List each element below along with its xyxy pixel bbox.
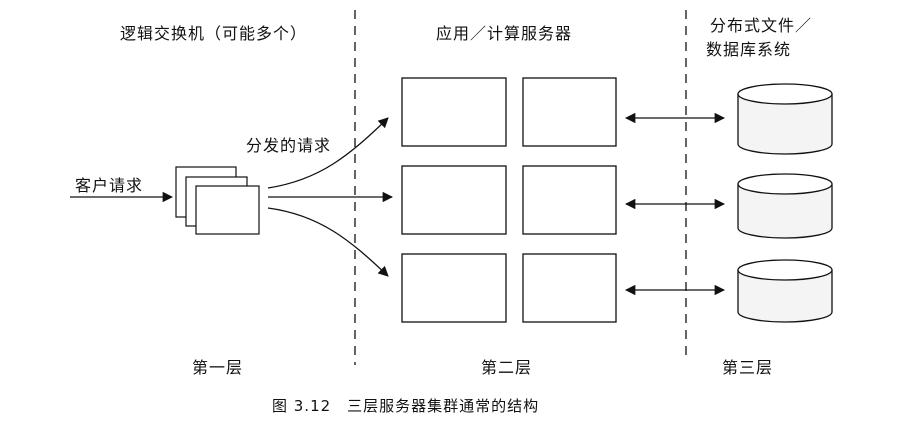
storage-header-line2: 数据库系统 [706, 40, 792, 59]
dispatch-arrow-bottom [267, 207, 389, 277]
switch-header: 逻辑交换机（可能多个） [120, 24, 308, 43]
dispatched-requests-label: 分发的请求 [246, 136, 332, 155]
tier-label-second: 第二层 [481, 358, 533, 377]
app-server-box [522, 165, 617, 235]
client-request-label: 客户请求 [75, 176, 144, 195]
app-server-header: 应用／计算服务器 [436, 24, 573, 43]
app-server-box [401, 253, 507, 323]
app-server-box [401, 77, 507, 147]
database-cylinder [737, 173, 833, 239]
storage-header-line1: 分布式文件／ [710, 16, 813, 35]
app-server-grid [401, 77, 617, 323]
app-server-box [522, 77, 617, 147]
app-server-box [522, 253, 617, 323]
figure-caption: 图 3.12 三层服务器集群通常的结构 [272, 397, 540, 415]
dispatch-arrow-top [267, 117, 389, 189]
tier-label-first: 第一层 [192, 358, 244, 377]
app-server-box [401, 165, 507, 235]
logical-switch-stack [175, 166, 260, 235]
database-cylinder [737, 259, 833, 323]
tier-label-third: 第三层 [722, 358, 774, 377]
database-cylinder [737, 83, 833, 155]
